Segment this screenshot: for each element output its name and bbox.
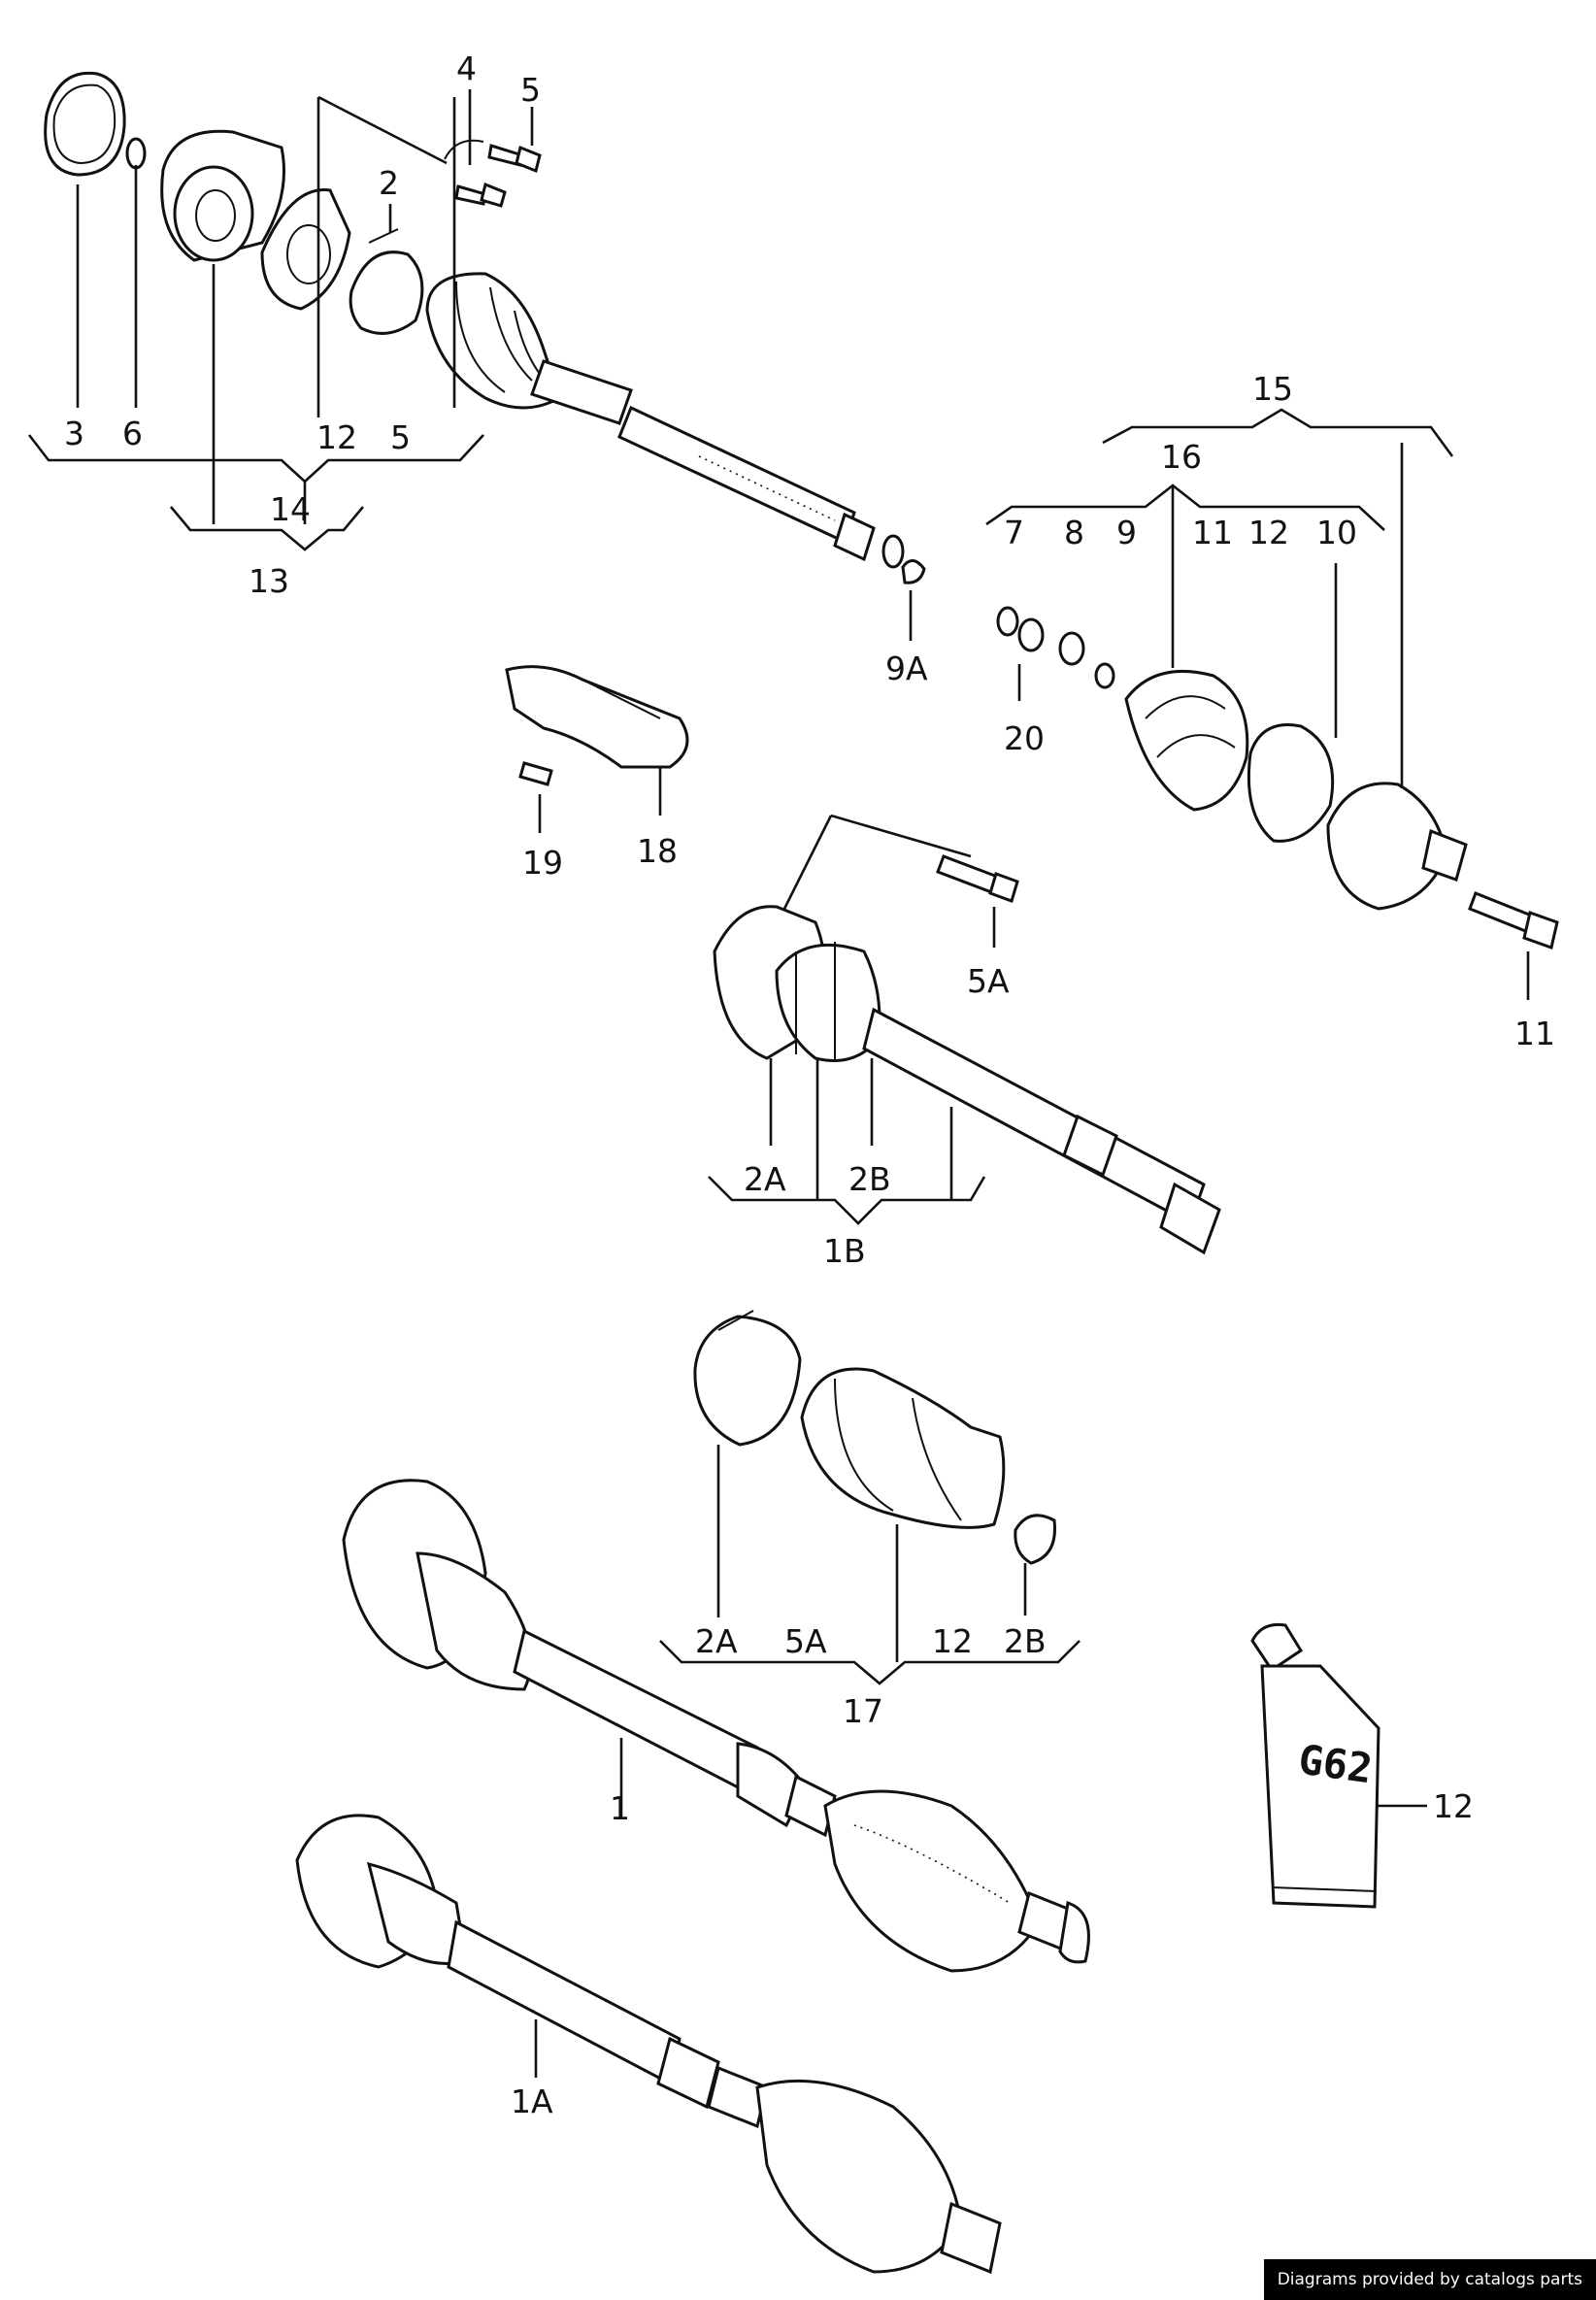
drive-shaft-upper	[530, 359, 905, 569]
leader-lines	[27, 89, 1530, 2078]
callout-10: 10	[1316, 514, 1357, 551]
callout-5: 5	[520, 71, 541, 109]
callout-17: 17	[843, 1692, 883, 1730]
callout-12: 12	[932, 1622, 973, 1660]
callout-12: 12	[316, 418, 357, 456]
top-left-assembly	[44, 71, 926, 584]
bolt	[454, 184, 487, 206]
callout-4: 4	[456, 50, 477, 87]
callout-12: 12	[1248, 514, 1289, 551]
callout-18: 18	[637, 832, 678, 870]
callout-11: 11	[1514, 1015, 1555, 1052]
callout-labels: 3 6 12 5 14 13 4 5 2 9A 15 16 7 8 9 11 1…	[64, 50, 1555, 2120]
clamp-2b	[1014, 1514, 1056, 1565]
callout-2: 2	[379, 164, 399, 202]
callout-5a: 5A	[967, 962, 1010, 1000]
clamp-2a	[693, 1315, 802, 1447]
bolt-11	[1468, 891, 1536, 934]
callout-2a: 2A	[695, 1622, 738, 1660]
callout-9a: 9A	[885, 650, 928, 687]
heat-shield-assembly	[505, 665, 689, 786]
callout-2b: 2B	[848, 1160, 891, 1198]
callout-7: 7	[1004, 514, 1024, 551]
ring-8	[1058, 631, 1085, 666]
shaft-1b	[862, 1007, 1206, 1226]
circlip	[125, 137, 147, 170]
bolt-19	[518, 761, 553, 786]
callout-15: 15	[1252, 370, 1293, 408]
callout-2a: 2A	[744, 1160, 786, 1198]
callout-1: 1	[610, 1789, 630, 1827]
circlip-9	[1094, 662, 1115, 689]
inner-boot	[425, 272, 561, 410]
boot-5a	[800, 1367, 1006, 1529]
credit-banner: Diagrams provided by catalogs parts	[1263, 2259, 1596, 2300]
callout-3: 3	[64, 415, 84, 452]
shaft-1a	[295, 1814, 1002, 2275]
joint-flange	[260, 188, 351, 311]
callout-9: 9	[1116, 514, 1137, 551]
callout-12: 12	[1433, 1787, 1474, 1825]
callout-19: 19	[522, 844, 563, 882]
callout-16: 16	[1161, 438, 1202, 476]
shaft-1	[342, 1479, 1090, 1973]
spacer-20	[1017, 617, 1045, 652]
gasket-ring	[44, 71, 126, 177]
outer-cv-joint	[1326, 782, 1468, 911]
callout-20: 20	[1004, 719, 1045, 757]
tube-text: G62	[1296, 1735, 1376, 1792]
shaft-1b-assembly	[713, 854, 1221, 1255]
lock-plate	[444, 139, 484, 160]
callout-5: 5	[390, 418, 411, 456]
boot-kit-17	[693, 1310, 1056, 1565]
callout-1b: 1B	[823, 1232, 866, 1270]
circlip-9a	[901, 559, 926, 584]
callout-14: 14	[270, 490, 311, 528]
clamp-ring-10	[1247, 723, 1335, 843]
callout-13: 13	[249, 562, 289, 600]
grease-tube: G62	[1250, 1622, 1380, 1909]
callout-6: 6	[122, 415, 143, 452]
callout-2b: 2B	[1004, 1622, 1047, 1660]
callout-11: 11	[1192, 514, 1233, 551]
clamp-ring	[349, 250, 424, 335]
callout-8: 8	[1064, 514, 1084, 551]
outer-joint-assembly	[996, 606, 1559, 950]
ring-7	[996, 606, 1019, 637]
heat-shield	[505, 665, 689, 769]
callout-1a: 1A	[511, 2083, 553, 2120]
callout-5a: 5A	[784, 1622, 827, 1660]
outer-boot	[1124, 669, 1249, 812]
inner-cv-joint	[160, 129, 285, 262]
